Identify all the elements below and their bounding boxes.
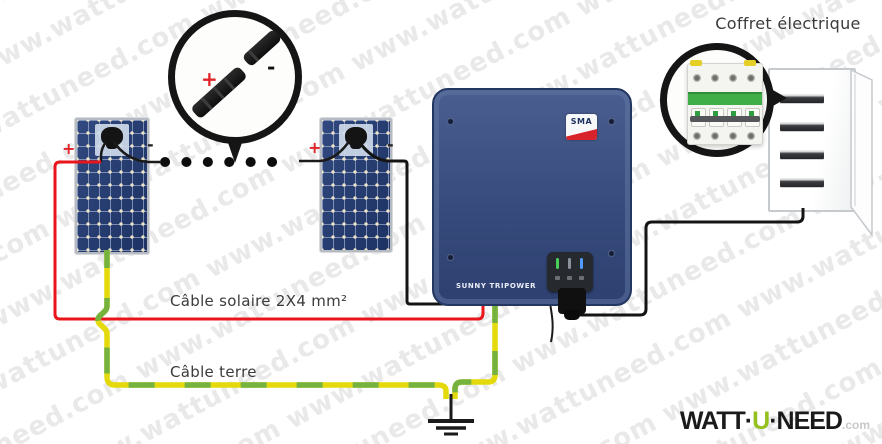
panel1-minus-label: - (147, 135, 154, 154)
led-glyph-icon (555, 276, 560, 280)
logo-watt: WATT (679, 407, 746, 435)
led-blue-icon (580, 258, 583, 269)
panel1-positive-pigtail (99, 141, 108, 163)
screw-icon (447, 118, 454, 125)
terminal-cap-icon (690, 60, 702, 66)
panel2-plus-label: + (308, 138, 322, 157)
sma-logo: SMA (566, 114, 597, 140)
logo-dot: · (769, 407, 777, 435)
cabinet-slot (780, 122, 824, 131)
circuit-breaker-icon (687, 60, 763, 145)
earth-cable-inverter-stripe (452, 289, 498, 399)
wattuneed-logo: WATT·U·NEED.com (680, 407, 870, 436)
panel2-minus-label: - (387, 135, 394, 154)
breaker-toggle-bar (690, 116, 760, 122)
logo-dot: · (744, 407, 753, 435)
screw-icon (608, 118, 615, 125)
breaker-callout (660, 43, 774, 157)
solar-panel-2 (320, 118, 392, 252)
mc4-connector-callout: + - (168, 10, 302, 144)
sma-logo-text: SMA (570, 117, 593, 126)
callout-minus-label: - (267, 55, 276, 79)
screw-icon (608, 250, 615, 257)
cabinet-slot (780, 94, 824, 103)
sma-logo-swoosh (566, 128, 597, 140)
logo-need: NEED (776, 407, 843, 435)
led-gray-icon (568, 258, 571, 269)
cabinet-door (850, 68, 873, 238)
mc4-female-connector-icon (241, 28, 283, 68)
junction-box-1 (95, 124, 129, 156)
panel2-positive-pigtail (299, 139, 352, 163)
junction-box-1-gland (101, 127, 123, 146)
cabinet-slot (780, 150, 824, 159)
solar-cable-label: Câble solaire 2X4 mm² (170, 292, 348, 310)
logo-u: U (752, 407, 770, 435)
led-glyph-icon (567, 276, 572, 280)
breaker-brand-band (688, 92, 762, 105)
inverter-model-label: SUNNY TRIPOWER (456, 282, 537, 290)
logo-tld: .com (841, 418, 870, 432)
cabinet-label: Coffret électrique (715, 14, 861, 33)
dc-positive-cable (53, 160, 485, 321)
callout-plus-label: + (201, 67, 218, 91)
led-green-icon (556, 258, 559, 269)
panel1-negative-pigtail (112, 141, 160, 164)
ac-plug (558, 288, 586, 320)
earth-cable-panel-stripe (95, 250, 449, 399)
led-glyph-icon (579, 276, 584, 280)
panel1-plus-label: + (62, 139, 76, 158)
inverter-led-panel (547, 252, 593, 292)
cabinet-slot (780, 178, 824, 187)
mc4-male-connector-icon (190, 65, 248, 120)
solar-panel-1 (75, 118, 149, 254)
electrical-cabinet (768, 68, 856, 212)
terminal-cap-icon (744, 60, 756, 66)
earth-cable-label: Câble terre (170, 363, 257, 381)
sma-inverter: SMA SUNNY TRIPOWER (432, 88, 632, 320)
screw-icon (447, 254, 454, 261)
earth-cable-panel (95, 250, 449, 399)
